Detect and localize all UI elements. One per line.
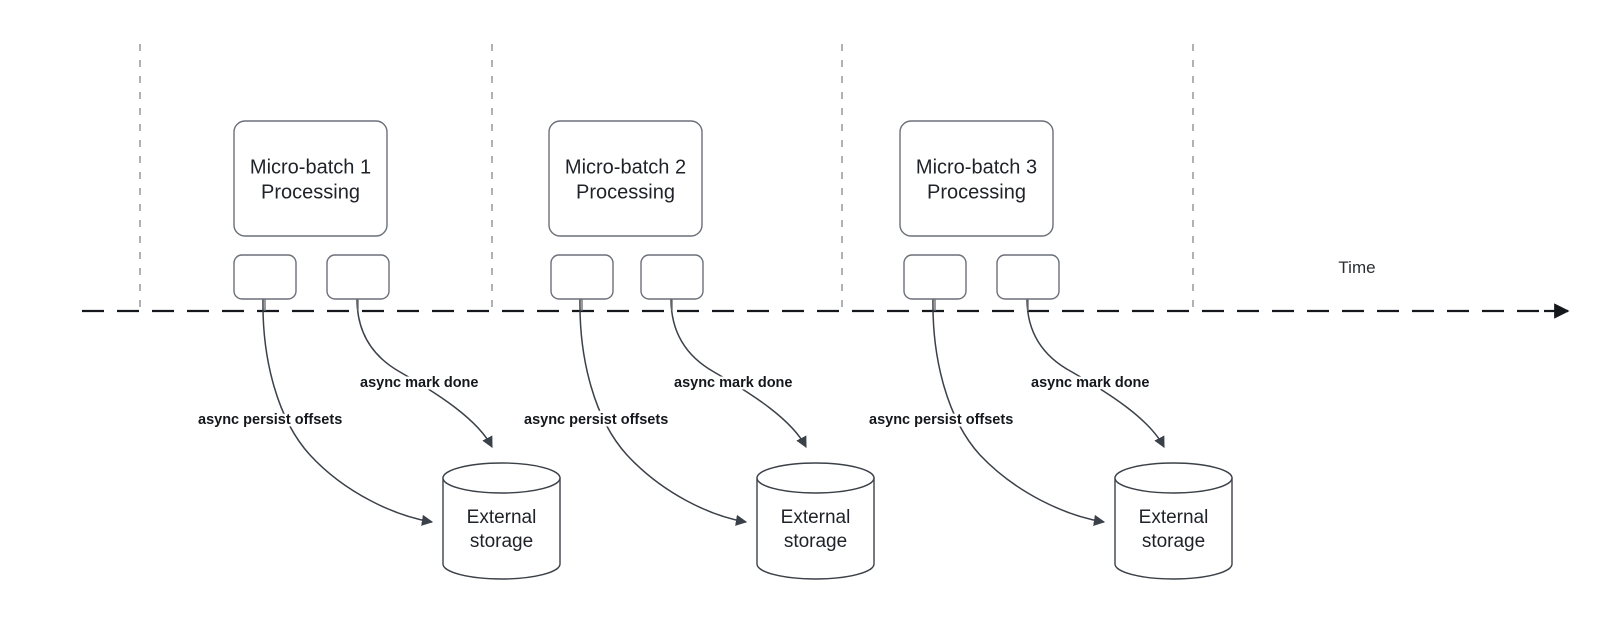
micro-batch-box-line2: Processing — [927, 182, 1026, 204]
edge-async-mark-done — [1026, 298, 1165, 448]
edge-labels: async persist offsets async persist offse… — [196, 373, 1152, 431]
external-storage-label-line1: External — [1139, 507, 1209, 528]
async-edges — [262, 298, 1165, 526]
micro-batch-box-line2: Processing — [261, 182, 360, 204]
task-box-mark[interactable] — [326, 254, 390, 300]
task-box-mark[interactable] — [996, 254, 1060, 300]
micro-batch-box-line2: Processing — [576, 182, 675, 204]
edge-label-async-persist-offsets: async persist offsets — [524, 412, 668, 428]
micro-batch-box-line1: Micro-batch 1 — [250, 157, 371, 179]
edge-async-mark-done — [670, 298, 807, 448]
batch-boundary-lines — [139, 44, 1194, 316]
time-axis-label: Time — [1338, 258, 1375, 277]
edge-async-persist-offsets — [932, 298, 1106, 526]
edge-label-halo-async-persist-offsets: async persist offsets — [198, 412, 342, 428]
task-box-mark[interactable] — [640, 254, 704, 300]
edge-label-async-persist-offsets: async persist offsets — [869, 412, 1013, 428]
external-storage-label-line2: storage — [1142, 531, 1205, 552]
edge-label-halo-async-mark-done: async mark done — [360, 375, 478, 391]
edge-async-persist-offsets — [579, 298, 748, 526]
edge-async-mark-done — [356, 298, 493, 448]
edge-label-halo-async-persist-offsets: async persist offsets — [524, 412, 668, 428]
external-storage-cylinder-body[interactable] — [442, 477, 561, 580]
edge-label-async-mark-done: async mark done — [1031, 375, 1149, 391]
external-storage-cylinder-top — [1114, 462, 1233, 494]
micro-batch-box-line1: Micro-batch 3 — [916, 157, 1037, 179]
edge-async-persist-offsets — [262, 298, 434, 526]
micro-batch-box[interactable] — [233, 120, 388, 237]
external-storage-cylinder-body[interactable] — [1114, 477, 1233, 580]
edge-label-halo-async-mark-done: async mark done — [1031, 375, 1149, 391]
edge-label-async-mark-done: async mark done — [360, 375, 478, 391]
diagram-nodes: Micro-batch 1ProcessingExternalstorageMi… — [233, 120, 1233, 580]
micro-batch-box-line1: Micro-batch 2 — [565, 157, 686, 179]
task-box-persist[interactable] — [233, 254, 297, 300]
external-storage-label-line2: storage — [784, 531, 847, 552]
external-storage-label-line1: External — [467, 507, 537, 528]
edge-label-halo-async-persist-offsets: async persist offsets — [869, 412, 1013, 428]
micro-batch-box[interactable] — [548, 120, 703, 237]
micro-batch-box[interactable] — [899, 120, 1054, 237]
edge-label-async-mark-done: async mark done — [674, 375, 792, 391]
task-box-persist[interactable] — [550, 254, 614, 300]
external-storage-cylinder-top — [756, 462, 875, 494]
external-storage-cylinder-top — [442, 462, 561, 494]
edge-label-async-persist-offsets: async persist offsets — [198, 412, 342, 428]
edge-label-halo-async-mark-done: async mark done — [674, 375, 792, 391]
external-storage-label-line2: storage — [470, 531, 533, 552]
external-storage-label-line1: External — [781, 507, 851, 528]
external-storage-cylinder-body[interactable] — [756, 477, 875, 580]
task-box-persist[interactable] — [903, 254, 967, 300]
